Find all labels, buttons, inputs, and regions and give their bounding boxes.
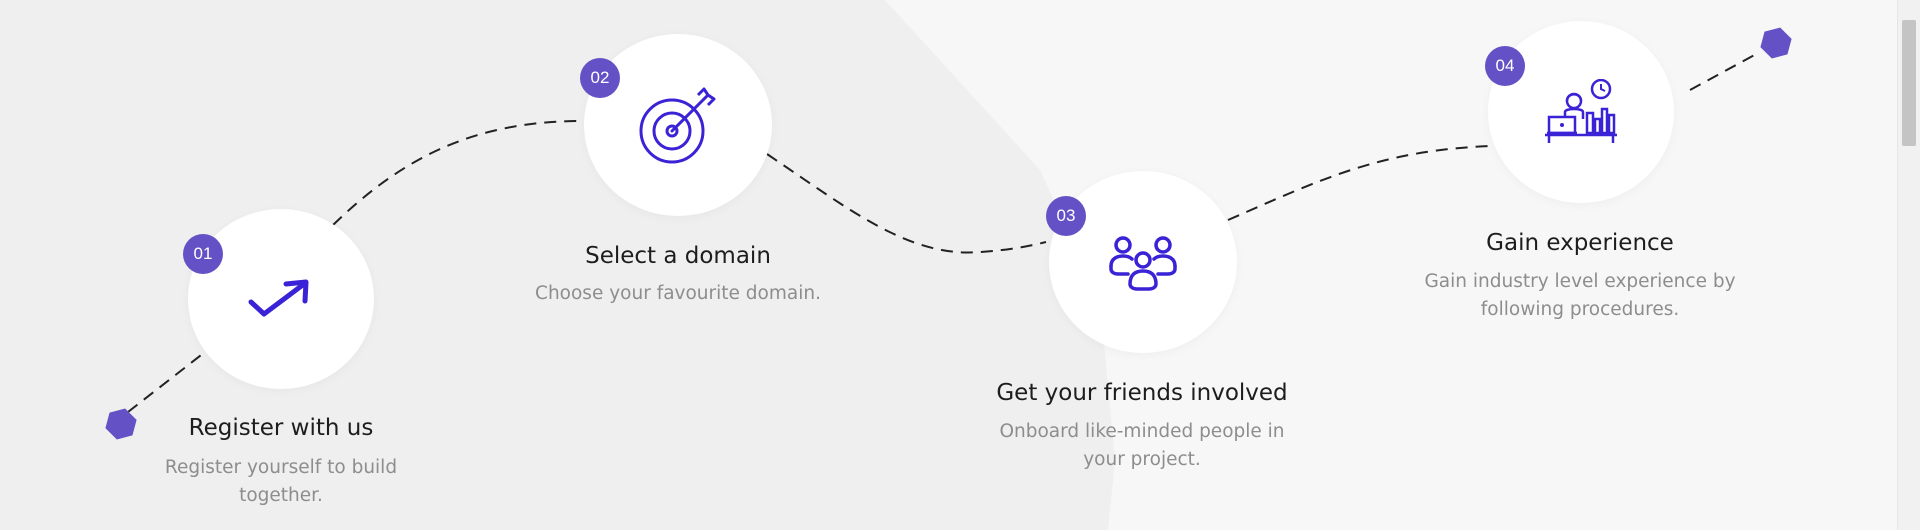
step-4-description: Gain industry level experience by follow…	[1424, 271, 1736, 320]
step-4-title: Gain experience	[1486, 230, 1674, 256]
target-icon	[639, 87, 716, 164]
step-2-circle	[584, 34, 772, 216]
workstation-icon	[1545, 79, 1617, 143]
step-3-title: Get your friends involved	[996, 380, 1288, 406]
hexagon-end-marker	[1760, 27, 1792, 59]
step-3-badge: 03	[1046, 196, 1086, 236]
step-1-title: Register with us	[188, 415, 374, 441]
step-2-badge: 02	[580, 58, 620, 98]
step-3-description: Onboard like-minded people in your proje…	[999, 421, 1285, 470]
step-2-title: Select a domain	[585, 243, 771, 269]
step-3-circle	[1049, 171, 1237, 353]
step-1-badge: 01	[183, 234, 223, 274]
hexagon-start-marker	[105, 408, 137, 440]
step-4-badge: 04	[1485, 46, 1525, 86]
trending-arrow-icon	[248, 279, 309, 317]
vertical-scrollbar[interactable]	[1897, 0, 1920, 530]
scrollbar-thumb[interactable]	[1902, 20, 1916, 146]
step-1-circle	[188, 209, 374, 389]
step-1-description: Register yourself to build together.	[164, 457, 398, 506]
step-2-description: Choose your favourite domain.	[535, 283, 821, 304]
group-icon	[1109, 236, 1177, 291]
